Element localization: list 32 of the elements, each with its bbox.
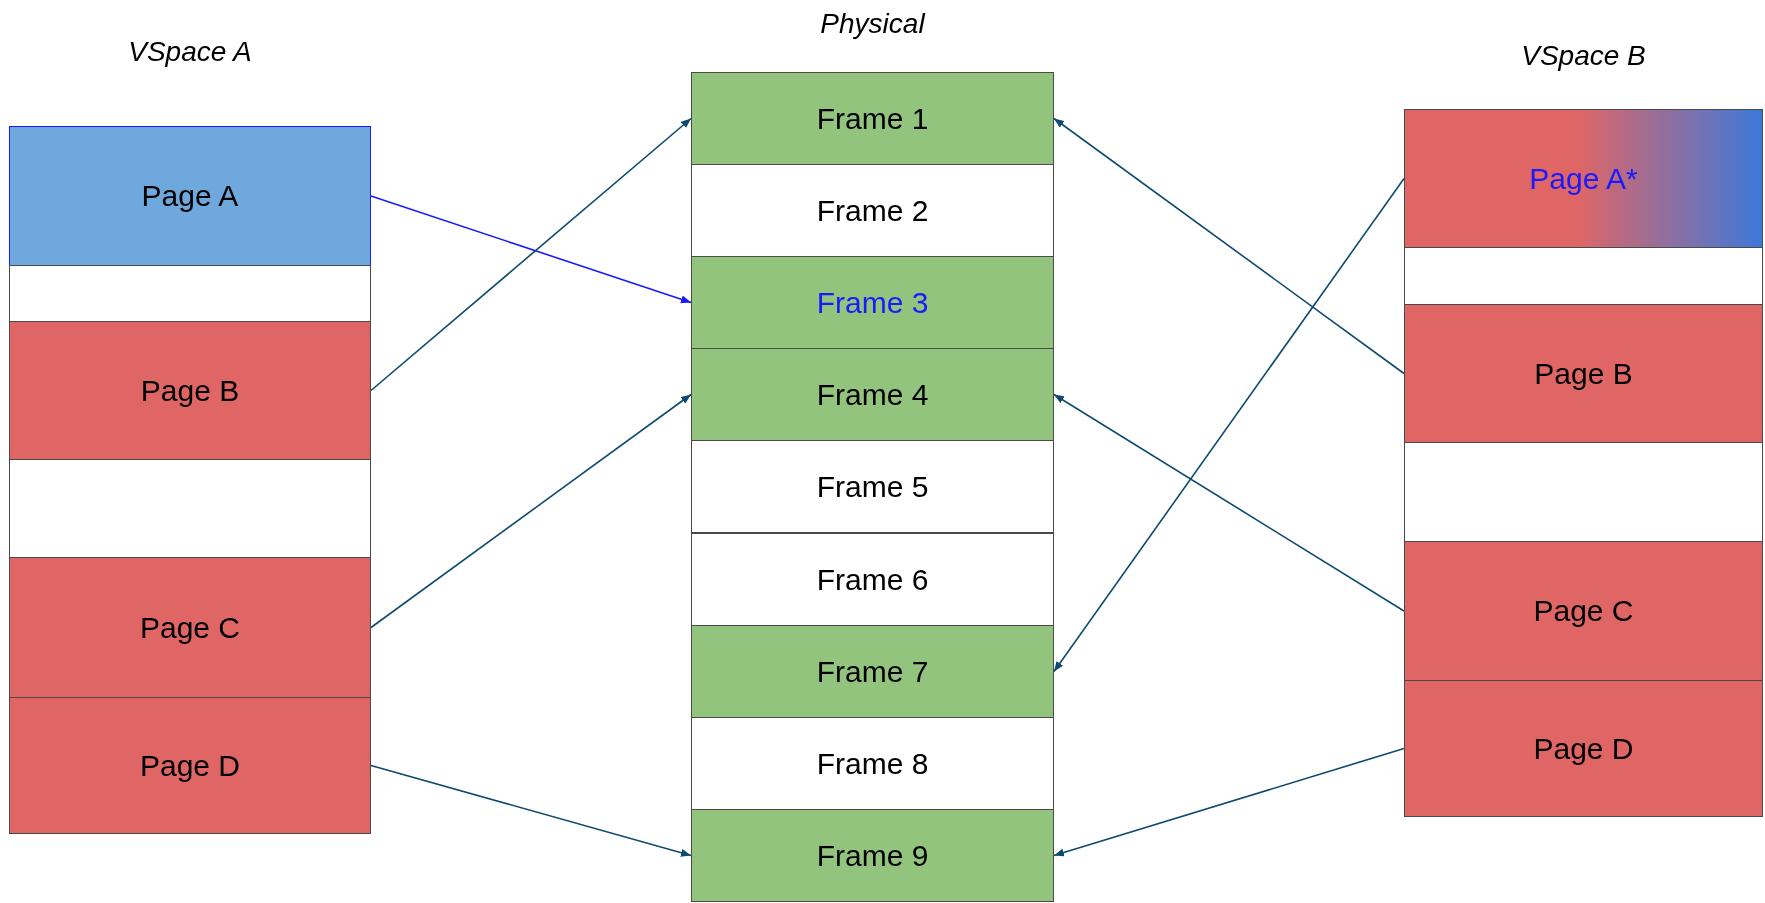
arrow: [370, 393, 692, 629]
frame-box: Frame 2: [691, 164, 1054, 257]
column-heading: VSpace A: [127, 36, 253, 68]
arrow: [1053, 177, 1405, 673]
empty-slot: [9, 265, 371, 322]
page-box: Page B: [1404, 304, 1763, 443]
frame-box: Frame 9: [691, 809, 1054, 902]
page-box: Page D: [9, 697, 371, 834]
empty-slot: [1404, 247, 1763, 305]
page-box: Page B: [9, 321, 371, 460]
column-heading: Physical: [819, 8, 927, 40]
frame-box: Frame 7: [691, 625, 1054, 718]
arrow: [370, 117, 692, 392]
frame-box: Frame 6: [691, 533, 1054, 626]
arrow: [1053, 393, 1405, 612]
arrow: [1053, 747, 1405, 857]
page-box: Page A: [9, 126, 371, 266]
frame-box: Frame 5: [691, 440, 1054, 533]
empty-slot: [1404, 442, 1763, 542]
empty-slot: [9, 459, 371, 558]
frame-box: Frame 4: [691, 348, 1054, 441]
page-box: Page A*: [1404, 109, 1763, 248]
arrow: [370, 195, 692, 304]
page-box: Page D: [1404, 680, 1763, 817]
arrow: [370, 764, 692, 857]
column-heading: VSpace B: [1520, 40, 1647, 72]
frame-box: Frame 8: [691, 717, 1054, 810]
frame-box: Frame 3: [691, 256, 1054, 349]
frame-box: Frame 1: [691, 72, 1054, 165]
page-box: Page C: [9, 557, 371, 698]
arrow: [1053, 117, 1405, 375]
page-box: Page C: [1404, 541, 1763, 681]
